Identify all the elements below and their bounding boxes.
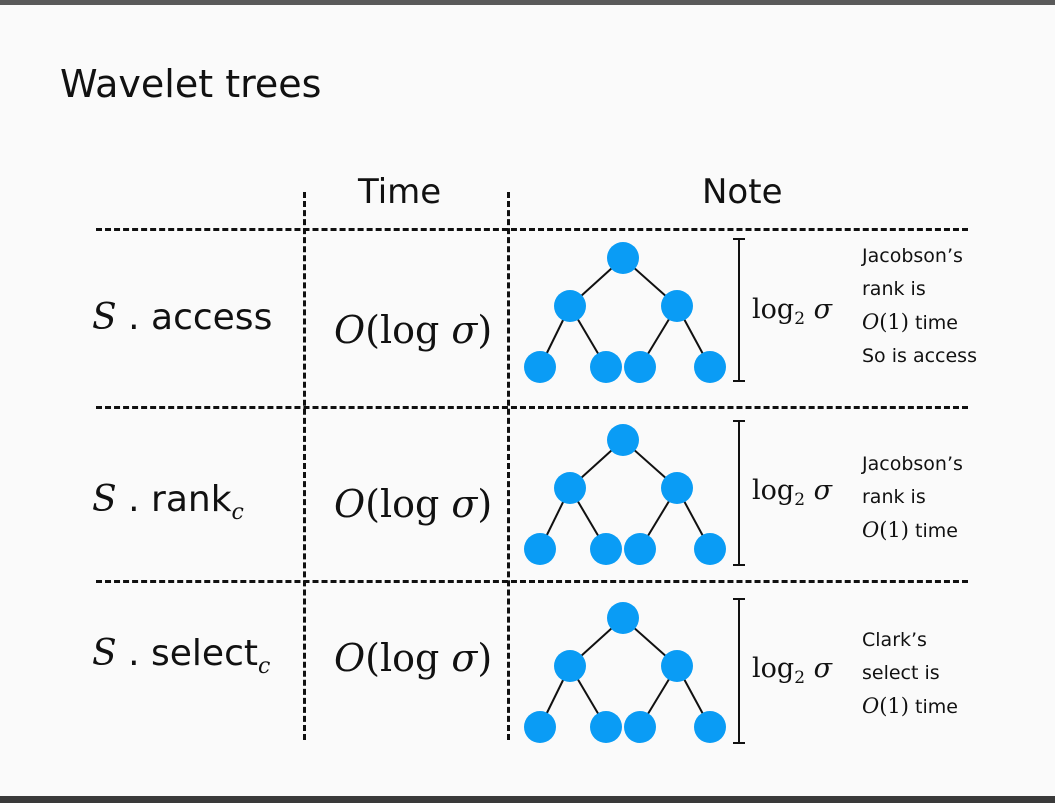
tree-node xyxy=(590,351,622,383)
tree-node xyxy=(590,711,622,743)
tree-node xyxy=(607,242,639,274)
tree-node xyxy=(624,351,656,383)
tree-node xyxy=(607,602,639,634)
time-rank: O(log σ) xyxy=(334,482,493,526)
tree-node xyxy=(607,424,639,456)
row-divider-3 xyxy=(96,580,968,583)
tree-node xyxy=(694,533,726,565)
tree-node xyxy=(554,290,586,322)
tree-node xyxy=(624,711,656,743)
log-height-label: log2 σ xyxy=(752,475,833,511)
wavelet-tree-diagram xyxy=(524,424,726,565)
note-rank: Jacobson’s rank is O(1) time xyxy=(862,453,963,542)
tree-node xyxy=(661,650,693,682)
wavelet-tree-diagram xyxy=(524,242,726,383)
tree-node xyxy=(661,472,693,504)
tree-node xyxy=(624,533,656,565)
op-rank: S . rankc xyxy=(92,479,244,525)
log-height-label: log2 σ xyxy=(752,294,833,330)
note-access: Jacobson’s rank is O(1) time So is acces… xyxy=(862,245,977,367)
tree-node xyxy=(694,351,726,383)
header-time: Time xyxy=(358,172,442,212)
log-height-label: log2 σ xyxy=(752,653,833,689)
tree-node xyxy=(661,290,693,322)
height-bracket xyxy=(733,238,745,382)
column-divider-2 xyxy=(507,192,510,740)
op-select: S . selectc xyxy=(92,633,271,679)
time-access: O(log σ) xyxy=(334,308,493,352)
time-select: O(log σ) xyxy=(334,636,493,680)
tree-node xyxy=(524,351,556,383)
wavelet-tree-diagram xyxy=(524,602,726,743)
height-bracket xyxy=(733,420,745,566)
tree-node xyxy=(524,533,556,565)
op-access: S . access xyxy=(92,297,273,338)
row-divider-1 xyxy=(96,228,968,231)
top-window-bar xyxy=(0,0,1055,5)
tree-node xyxy=(524,711,556,743)
tree-node xyxy=(694,711,726,743)
note-select: Clark’s select is O(1) time xyxy=(862,629,958,718)
tree-node xyxy=(590,533,622,565)
height-bracket xyxy=(733,598,745,744)
bottom-window-bar xyxy=(0,796,1055,803)
header-note: Note xyxy=(702,172,783,212)
tree-node xyxy=(554,472,586,504)
slide-title: Wavelet trees xyxy=(60,62,322,106)
column-divider-1 xyxy=(303,192,306,740)
row-divider-2 xyxy=(96,406,968,409)
tree-node xyxy=(554,650,586,682)
